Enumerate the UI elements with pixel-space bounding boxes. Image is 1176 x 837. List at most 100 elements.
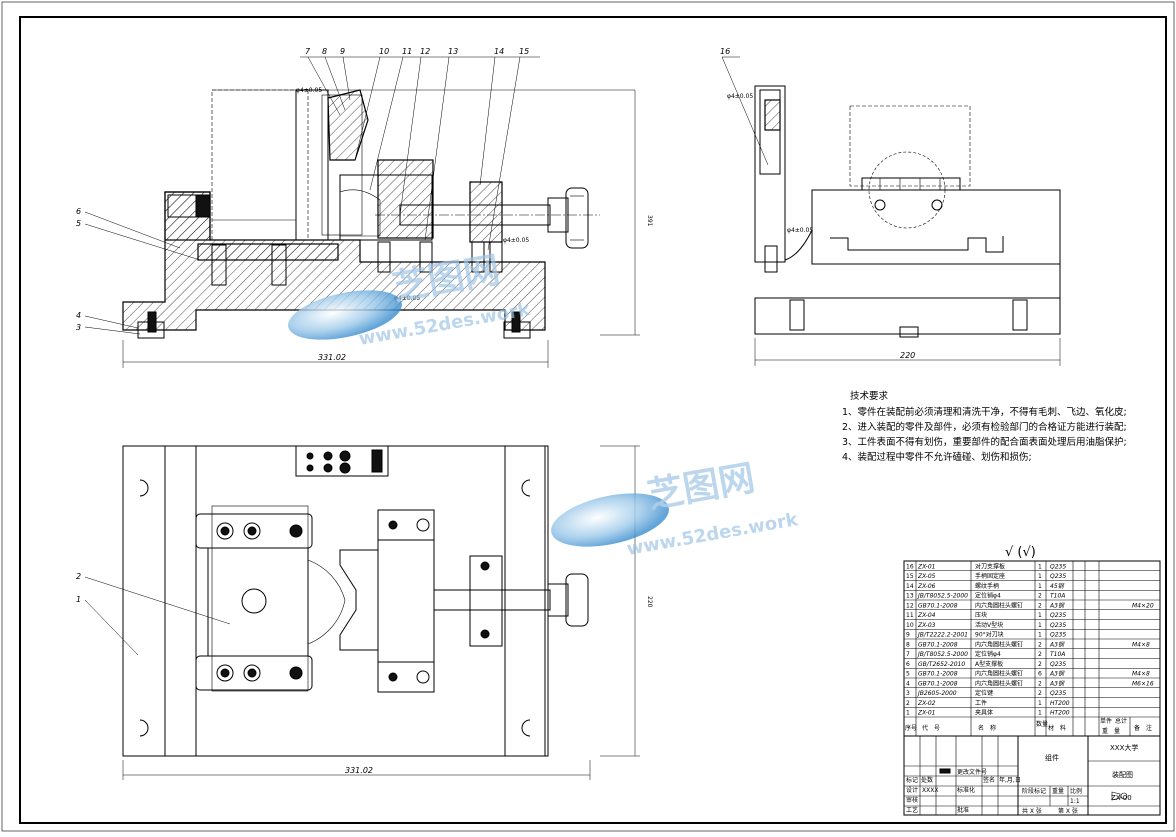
bom-cell-code: ZX-05	[917, 573, 936, 580]
side-width-dimension: 220	[900, 351, 915, 360]
bom-cell-name: 90°对刀块	[975, 631, 1004, 639]
tech-req-item-2: 2、进入装配的零件及部件，必须有检验部门的合格证方能进行装配;	[842, 421, 1127, 433]
tb-sign: 签名	[983, 776, 995, 784]
tolerance-side-a: φ4±0.05	[727, 93, 753, 100]
callout-15: 15	[519, 47, 529, 56]
bom-cell-no: 8	[906, 641, 910, 648]
bom-cell-mat: HT200	[1050, 700, 1070, 707]
tb-date: 年,月,日	[999, 776, 1021, 784]
bom-header-name: 名 称	[978, 724, 996, 732]
tolerance-front-a: φ4±0.05	[296, 87, 322, 94]
bom-cell-qty: 2	[1038, 680, 1042, 687]
plan-width-dimension: 331.02	[345, 766, 373, 775]
plan-height-dimension: 220	[646, 596, 653, 608]
bom-cell-no: 14	[906, 583, 914, 590]
callout-12: 12	[420, 47, 430, 56]
bom-cell-code: JB/T8052.5-2000	[917, 593, 968, 600]
bom-header-code: 代 号	[922, 724, 940, 732]
bom-cell-code: ZX-04	[917, 612, 936, 619]
bom-cell-name: 内六角圆柱头螺钉	[975, 670, 1023, 678]
callout-3: 3	[76, 323, 81, 332]
bom-cell-mat: Q235	[1050, 622, 1066, 629]
callout-14: 14	[494, 47, 504, 56]
tb-designer: XXXX	[922, 787, 938, 794]
bom-cell-mat: 45钢	[1050, 582, 1065, 590]
bom-cell-mat: A3钢	[1049, 670, 1065, 678]
tech-req-item-3: 3、工件表面不得有划伤，重要部件的配合面表面处理后用油脂保护;	[842, 436, 1127, 448]
tech-req-item-4: 4、装配过程中零件不允许磕碰、划伤和损伤;	[842, 451, 1032, 463]
bom-cell-name: 定位销φ4	[975, 650, 1001, 658]
plan-view	[84, 445, 640, 780]
bom-cell-qty: 1	[1038, 632, 1042, 639]
bom-cell-mat: Q235	[1050, 573, 1066, 580]
bom-cell-code: ZX-02	[917, 700, 936, 707]
bom-cell-mat: T10A	[1050, 651, 1065, 658]
bom-cell-mat: HT200	[1050, 710, 1070, 717]
bom-cell-name: 手柄固定座	[975, 572, 1005, 580]
tb-school: XXX大学	[1110, 743, 1138, 752]
watermark-brand-2: 芝图网	[644, 458, 757, 517]
bom-cell-code: ZX-01	[917, 563, 935, 570]
tech-req-title: 技术要求	[850, 390, 889, 402]
bom-cell-no: 1	[906, 710, 910, 717]
bom-cell-qty: 1	[1038, 573, 1042, 580]
bom-cell-note: M4×8	[1132, 641, 1150, 648]
bom-cell-code: ZX-03	[917, 622, 936, 629]
bom-cell-no: 10	[906, 622, 914, 629]
tb-check: 审核	[906, 796, 918, 804]
bom-cell-code: GB70.1-2008	[918, 641, 958, 648]
callout-16: 16	[720, 47, 730, 56]
tb-scale-label: 比例	[1070, 787, 1082, 795]
tb-change-doc: 更改文件号	[957, 768, 987, 776]
bom-cell-name: 活动V型块	[975, 621, 1003, 629]
roughness-symbol: √ (√)	[1005, 545, 1036, 560]
tb-process: 工艺	[906, 806, 918, 814]
bom-cell-qty: 6	[1038, 671, 1042, 678]
side-view	[721, 56, 1061, 366]
callout-13: 13	[448, 47, 458, 56]
bom-cell-mat: T10A	[1050, 593, 1065, 600]
bom-cell-qty: 2	[1038, 690, 1042, 697]
bom-cell-name: 工件	[975, 699, 987, 707]
bom-cell-code: GB70.1-2008	[918, 680, 958, 687]
bom-cell-no: 3	[906, 690, 910, 697]
bom-cell-name: 对刀支撑板	[975, 562, 1005, 570]
bom-cell-no: 6	[906, 661, 910, 668]
bom-cell-name: 内六角圆柱头螺钉	[975, 640, 1023, 648]
bom-cell-code: ZX-06	[917, 583, 936, 590]
callout-9: 9	[340, 47, 345, 56]
bom-cell-name: 螺纹手柄	[975, 582, 999, 590]
bom-cell-name: A型支撑板	[975, 660, 1003, 668]
bom-cell-no: 13	[906, 593, 914, 600]
bom-cell-qty: 2	[1038, 661, 1042, 668]
callout-1: 1	[76, 595, 81, 604]
tb-sheets: 共 X 张	[1022, 807, 1042, 815]
bom-cell-qty: 1	[1038, 612, 1042, 619]
tolerance-front-c: φ4±0.05	[503, 237, 529, 244]
tb-mark: 标记	[906, 776, 918, 784]
tb-drawing-no: ZX-00	[1111, 794, 1132, 802]
bom-header-note: 备 注	[1134, 724, 1152, 732]
bom-cell-note: M4×8	[1132, 671, 1150, 678]
bom-cell-name: 定位键	[975, 689, 993, 697]
tb-weight-label: 重量	[1052, 787, 1064, 795]
callout-11: 11	[402, 47, 412, 56]
bom-cell-name: 内六角圆柱头螺钉	[975, 601, 1023, 609]
bom-cell-no: 4	[906, 680, 910, 687]
bom-cell-code: JB/T8052.5-2000	[917, 651, 968, 658]
bom-cell-name: 定位销φ4	[975, 592, 1001, 600]
bom-cell-code: GB70.1-2008	[918, 602, 958, 609]
bom-header-unit: 单件	[1100, 717, 1112, 725]
bom-cell-code: GB/T2652-2010	[918, 661, 965, 668]
bom-cell-no: 5	[906, 671, 910, 678]
bom-header-no: 序号	[905, 724, 917, 732]
tb-count: 处数	[921, 776, 933, 784]
bom-cell-no: 11	[906, 612, 914, 619]
bom-cell-mat: A3钢	[1049, 679, 1065, 687]
bom-cell-note: M6×16	[1132, 680, 1154, 687]
tb-sheet: 第 X 张	[1058, 807, 1078, 815]
bom-cell-qty: 1	[1038, 563, 1042, 570]
tb-drawing-name: 装配图	[1112, 770, 1133, 779]
